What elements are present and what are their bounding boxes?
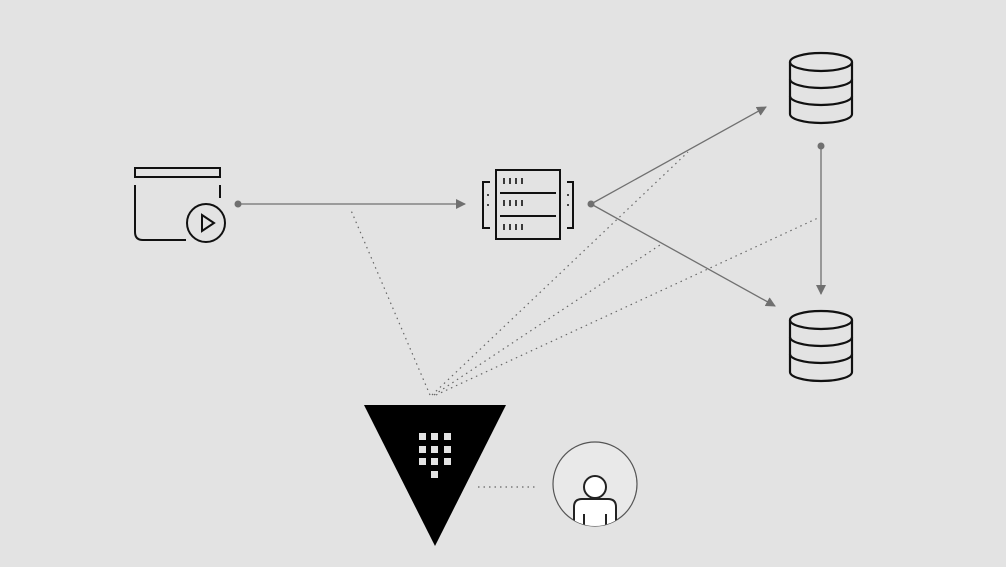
dotted-edges [349,151,819,488]
edge-vault-database-secondary [435,217,819,396]
edge-server-database-secondary [590,203,776,307]
edge-server-database-primary [590,106,767,205]
edge-vault-server [431,151,689,396]
database-icon[interactable] [788,51,854,125]
database-icon[interactable] [788,309,854,383]
vault-triangle-logo[interactable] [364,405,506,546]
edge-vault-database-primary [433,244,661,396]
server-rack-icon[interactable] [482,169,574,240]
user-avatar-icon[interactable] [552,441,638,530]
edge-vault-application [349,207,431,396]
solid-edges [234,106,826,307]
application-play-icon[interactable] [134,167,226,243]
